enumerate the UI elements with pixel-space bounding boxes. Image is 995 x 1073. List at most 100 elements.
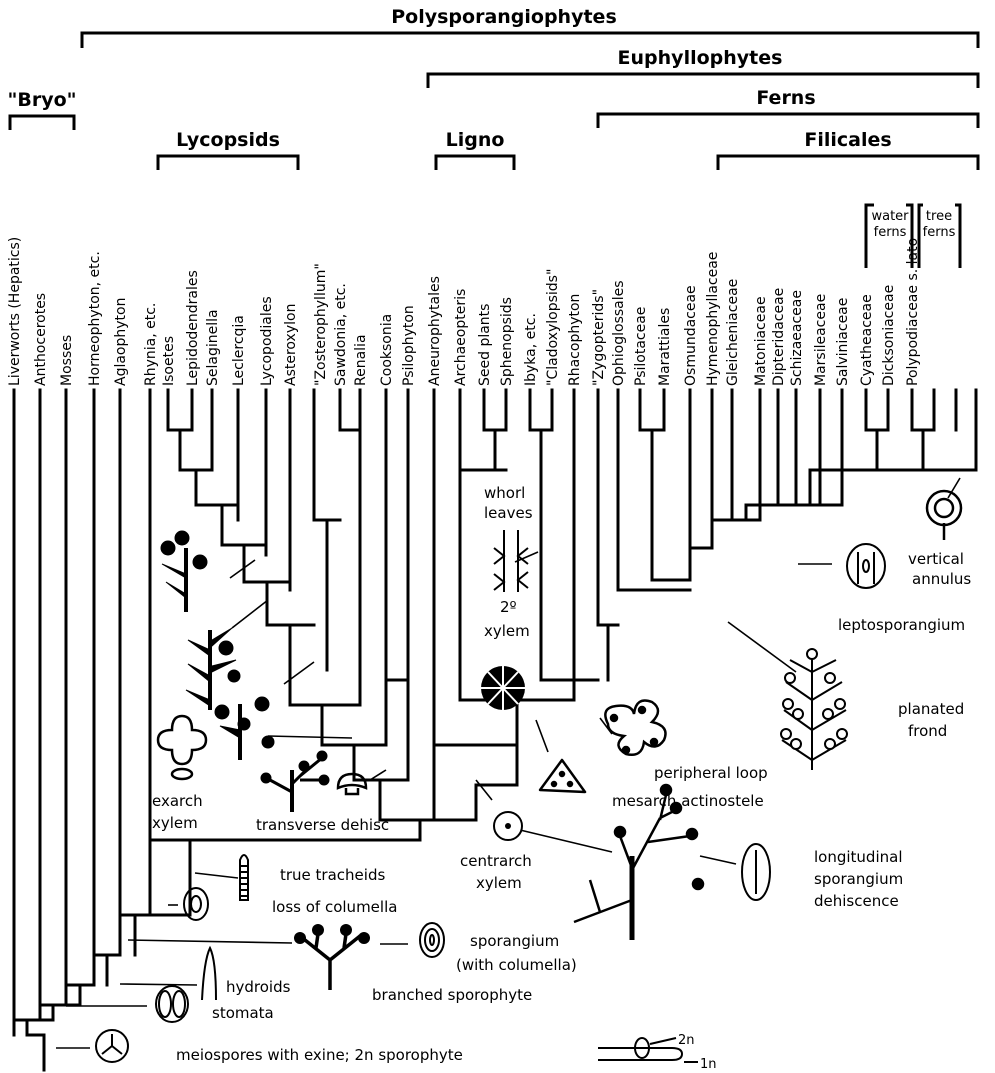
label-meiospores: meiospores with exine; 2n sporophyte bbox=[176, 1046, 463, 1064]
bracket-polysporangiophytes bbox=[82, 33, 978, 48]
sporangium-no-columella-icon bbox=[184, 888, 208, 920]
label-xylem2-1: 2º bbox=[500, 598, 517, 616]
label-sporangium-1: sporangium bbox=[470, 932, 559, 950]
taxon-label: Salviniaceae bbox=[835, 298, 851, 386]
label-stomata: stomata bbox=[212, 1004, 274, 1022]
taxon-label: Selaginella bbox=[205, 309, 221, 386]
taxon-labels: Liverworts (Hepatics) Anthocerotes Mosses H… bbox=[7, 237, 921, 386]
label-loss-columella: loss of columella bbox=[272, 898, 397, 916]
label-longitudinal-2: sporangium bbox=[814, 870, 903, 888]
label-ploidy-1n: 1n bbox=[700, 1057, 717, 1072]
label-peripheral-loop: peripheral loop bbox=[654, 764, 768, 782]
label-longitudinal-3: dehiscence bbox=[814, 892, 899, 910]
taxon-label: Liverworts (Hepatics) bbox=[7, 237, 23, 386]
taxon-label: Hymenophyllaceae bbox=[705, 252, 721, 386]
exarch-stele-icon bbox=[158, 716, 206, 779]
label-whorl-1: whorl bbox=[484, 484, 525, 502]
taxon-label: Aneurophytales bbox=[427, 276, 443, 386]
label-centrarch-1: centrarch bbox=[460, 852, 532, 870]
taxon-label: Seed plants bbox=[477, 304, 493, 386]
label-whorl-2: leaves bbox=[484, 504, 533, 522]
peripheral-loop-icon bbox=[605, 701, 665, 755]
bracket-lycopsids bbox=[158, 156, 298, 170]
label-vertical-annulus-2: annulus bbox=[912, 570, 971, 588]
label-polysporangiophytes: Polysporangiophytes bbox=[391, 6, 617, 28]
bracket-bryo bbox=[10, 116, 74, 130]
bracket-ferns bbox=[598, 114, 978, 128]
taxon-label: Lycopodiales bbox=[259, 296, 275, 386]
taxon-label: Mosses bbox=[59, 335, 75, 386]
taxon-label: Psilophyton bbox=[401, 305, 417, 386]
taxon-label: Lepidodendrales bbox=[185, 270, 201, 386]
whorl-leaves-icon bbox=[494, 530, 528, 592]
meiospore-icon bbox=[96, 1030, 128, 1062]
label-ferns: Ferns bbox=[756, 87, 815, 109]
stomata-icon bbox=[156, 986, 188, 1022]
taxon-label: Dicksoniaceae bbox=[881, 285, 897, 386]
taxon-label: Rhynia, etc. bbox=[143, 303, 159, 386]
bracket-filicales bbox=[718, 156, 978, 170]
leptosporangium-icon bbox=[847, 544, 885, 588]
label-sporangium-2: (with columella) bbox=[456, 956, 577, 974]
taxon-label: Ibyka, etc. bbox=[523, 313, 539, 386]
bracket-euphyllophytes bbox=[428, 74, 978, 88]
label-lycopsids: Lycopsids bbox=[176, 129, 280, 151]
branched-sporophyte-icon bbox=[294, 924, 370, 990]
taxon-label: Sphenopsids bbox=[499, 297, 515, 386]
tracheid-icon bbox=[240, 855, 248, 900]
bracket-tree-ferns-right bbox=[955, 205, 960, 268]
taxon-label: Schizaeaceae bbox=[789, 290, 805, 386]
taxon-label: Polypodiaceae s. lato bbox=[905, 238, 921, 386]
mesarch-actinostele-icon bbox=[540, 760, 585, 792]
taxon-label: Ophioglossales bbox=[611, 280, 627, 386]
taxon-label: Dipteridaceae bbox=[771, 288, 787, 386]
label-planated-1: planated bbox=[898, 700, 964, 718]
label-ploidy-2n: 2n bbox=[678, 1033, 695, 1048]
label-water-ferns-2: ferns bbox=[874, 225, 907, 240]
taxon-label: Asteroxylon bbox=[283, 304, 299, 386]
label-tree-ferns-1: tree bbox=[926, 209, 952, 224]
label-exarch-2: xylem bbox=[152, 814, 198, 832]
taxon-label: Sawdonia, etc. bbox=[333, 283, 349, 386]
label-filicales: Filicales bbox=[804, 129, 891, 151]
taxon-label: Renalia bbox=[353, 334, 369, 386]
label-exarch-1: exarch bbox=[152, 792, 203, 810]
label-euphyllophytes: Euphyllophytes bbox=[618, 47, 783, 69]
transverse-dehisc-icon bbox=[338, 774, 366, 794]
bracket-ligno bbox=[436, 156, 514, 170]
label-bryo: "Bryo" bbox=[7, 89, 76, 111]
label-tree-ferns-2: ferns bbox=[923, 225, 956, 240]
taxon-label: Cyatheaceae bbox=[859, 294, 875, 386]
taxon-label: Cooksonia bbox=[379, 314, 395, 386]
hydroid-icon bbox=[202, 948, 216, 1000]
label-vertical-annulus-1: vertical bbox=[908, 550, 964, 568]
taxon-label: "Zygopterids" bbox=[591, 289, 607, 386]
label-ligno: Ligno bbox=[446, 129, 505, 151]
taxon-label: Rhacophyton bbox=[567, 294, 583, 386]
centrarch-xylem-icon bbox=[494, 812, 522, 840]
vertical-annulus-icon bbox=[927, 491, 961, 540]
sporangium-columella-icon bbox=[420, 923, 444, 957]
label-true-tracheids: true tracheids bbox=[280, 866, 385, 884]
taxon-label: Osmundaceae bbox=[683, 285, 699, 386]
label-branched: branched sporophyte bbox=[372, 986, 532, 1004]
label-xylem2-2: xylem bbox=[484, 622, 530, 640]
taxon-label: Psilotaceae bbox=[633, 307, 649, 386]
taxon-label: Horneophyton, etc. bbox=[87, 251, 103, 386]
taxon-label: Archaeopteris bbox=[453, 289, 469, 386]
taxon-label: Isoetes bbox=[161, 336, 177, 386]
taxon-label: "Zosterophyllum" bbox=[313, 263, 329, 386]
label-transverse: transverse dehisc bbox=[256, 816, 389, 834]
taxon-label: Anthocerotes bbox=[33, 293, 49, 386]
label-leptosporangium: leptosporangium bbox=[838, 616, 965, 634]
taxon-label: Gleicheniaceae bbox=[725, 279, 741, 386]
longitudinal-dehiscence-icon bbox=[742, 844, 770, 900]
label-mesarch: mesarch actinostele bbox=[612, 792, 764, 810]
label-water-ferns-1: water bbox=[871, 209, 909, 224]
label-hydroids: hydroids bbox=[226, 978, 291, 996]
taxon-label: Leclercqia bbox=[231, 315, 247, 386]
taxon-label: Marsileaceae bbox=[813, 294, 829, 386]
taxon-label: Aglaophyton bbox=[113, 298, 129, 386]
taxon-label: "Cladoxylopsids" bbox=[545, 269, 561, 386]
